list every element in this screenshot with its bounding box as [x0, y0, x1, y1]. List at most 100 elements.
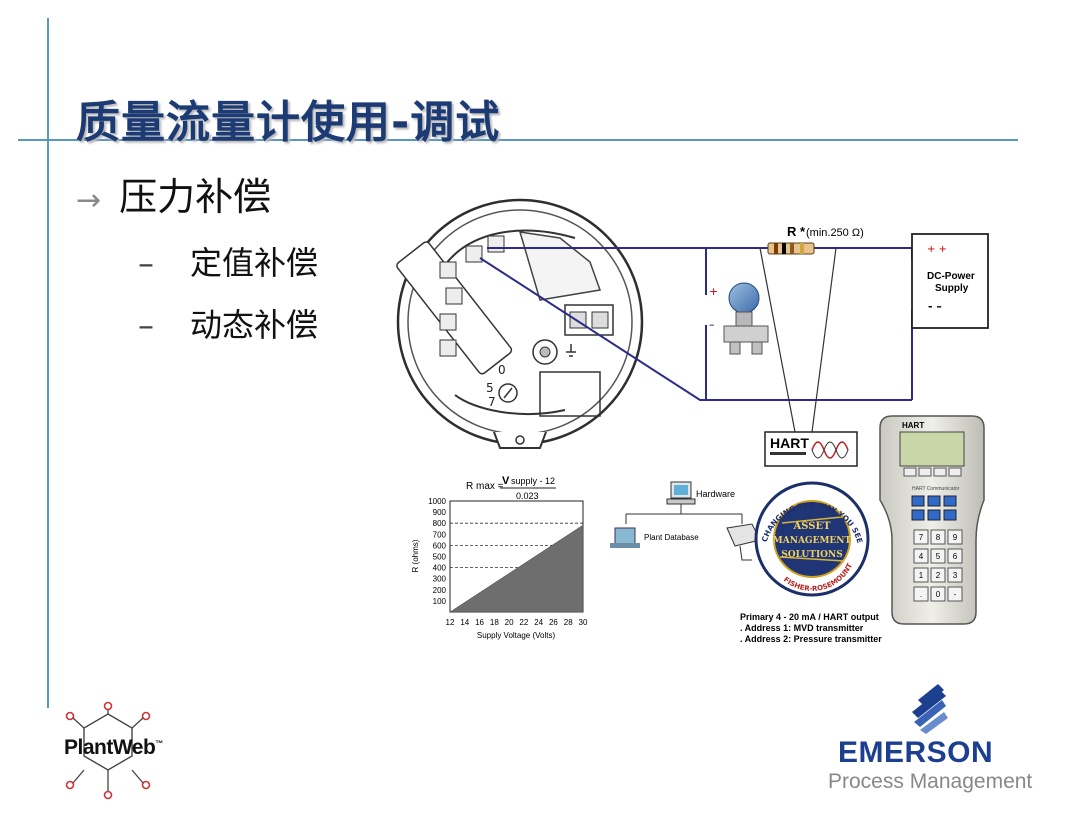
seal-center-line: SOLUTIONS — [781, 550, 843, 560]
chart-y-tick: 200 — [433, 586, 447, 595]
chart-xlabel: Supply Voltage (Volts) — [477, 631, 556, 640]
chart-x-tick: 14 — [460, 618, 469, 627]
formula-denominator: 0.023 — [516, 491, 539, 501]
keypad-key — [947, 586, 963, 602]
chart-x-tick: 30 — [579, 618, 588, 627]
dial-number: 0 — [498, 363, 506, 377]
chart-x-tick: 12 — [446, 618, 455, 627]
resistor: R * (min.250 Ω) — [767, 224, 864, 255]
keypad-key — [930, 567, 946, 583]
pressure-transmitter: + – — [709, 282, 769, 355]
chart-y-tick: 500 — [433, 553, 447, 562]
communicator-model: HART Communicator — [912, 486, 960, 492]
slide-horizontal-rule — [18, 139, 1018, 141]
chart-area-series — [449, 524, 584, 613]
terminal-block — [396, 235, 513, 375]
sub-bullet-fixed: –定值补偿 — [138, 238, 318, 284]
sub-bullet-text: 定值补偿 — [190, 244, 319, 282]
chart-x-tick: 22 — [519, 618, 528, 627]
chart-y-tick: 400 — [433, 564, 447, 573]
plus-sign: + — [709, 285, 718, 298]
chart-y-tick: 600 — [433, 541, 447, 550]
keypad-key-label: 6 — [953, 552, 958, 561]
seal-center-line: ASSET — [792, 521, 831, 532]
dial-number: 7 — [488, 395, 496, 409]
communicator-brand: HART — [902, 421, 924, 430]
keypad-key — [930, 586, 946, 602]
slide-title: 质量流量计使用-调试 — [76, 97, 501, 148]
keypad-key — [947, 529, 963, 545]
keypad-key-label: 1 — [919, 571, 924, 580]
output-line: . Address 2: Pressure transmitter — [740, 634, 882, 644]
keypad-key-label: 7 — [919, 533, 924, 542]
emerson-wordmark: EMERSON — [838, 736, 994, 769]
formula-v: V — [502, 475, 510, 487]
dash-marker: – — [138, 306, 154, 344]
rmax-formula: R max = V supply - 12 0.023 — [466, 475, 556, 501]
keypad-key — [930, 548, 946, 564]
dash-marker: – — [138, 244, 154, 282]
formula-lhs: R max = — [466, 481, 504, 492]
emerson-logo-mark — [912, 684, 948, 734]
keypad-key — [913, 586, 929, 602]
transmitter-housing: 0 5 7 — [396, 198, 644, 449]
keypad-key-label: 3 — [953, 571, 958, 580]
dc-power-supply: + + DC-Power Supply - – — [911, 233, 989, 329]
chart-y-tick: 1000 — [428, 497, 446, 506]
slide-vertical-rule — [47, 18, 49, 708]
chart-y-tick: 100 — [433, 597, 447, 606]
hart-label: HART — [770, 435, 809, 451]
network-diagram: Hardware Plant Database — [610, 481, 761, 561]
keypad-key — [947, 567, 963, 583]
resistance-chart: 12 14 16 18 20 22 24 26 28 30 100 200 300 400 500 600 7… — [411, 497, 588, 640]
chart-x-tick: 16 — [475, 618, 484, 627]
chart-x-tick: 18 — [490, 618, 499, 627]
plantweb-logo — [65, 701, 151, 800]
process-management-text: Process Management — [828, 770, 1033, 793]
plant-database-label: Plant Database — [644, 533, 699, 542]
keypad-key — [913, 529, 929, 545]
keypad-key-label: 0 — [936, 590, 941, 599]
hardware-label: Hardware — [696, 489, 735, 499]
chart-x-tick: 28 — [564, 618, 573, 627]
loop-wires — [479, 247, 913, 401]
minus-sign: – — [709, 318, 715, 331]
keypad-key-label: 8 — [936, 533, 941, 542]
chart-ylabel: R (ohms) — [411, 539, 420, 572]
output-line: . Address 1: MVD transmitter — [740, 623, 864, 633]
supply-minus-terminals: - – — [928, 300, 942, 313]
supply-plus-terminals: + + — [927, 244, 947, 255]
keypad-key — [930, 529, 946, 545]
arrow-right-icon: → — [76, 183, 102, 218]
keypad-key-label: 4 — [919, 552, 924, 561]
plantweb-wordmark: PlantWeb™ — [64, 736, 163, 759]
supply-label-line1: DC-Power — [927, 271, 975, 282]
keypad-key-label: 2 — [936, 571, 941, 580]
bullet-text: 压力补偿 — [119, 175, 272, 219]
supply-label-line2: Supply — [935, 283, 969, 294]
sub-bullet-dynamic: –动态补偿 — [138, 300, 318, 346]
output-notes: Primary 4 - 20 mA / HART output . Addres… — [740, 612, 882, 644]
formula-numerator: supply - 12 — [511, 476, 555, 486]
keypad-key — [913, 567, 929, 583]
keypad-key-label: . — [920, 590, 922, 599]
hart-probe-wires — [759, 247, 837, 433]
chart-y-tick: 800 — [433, 519, 447, 528]
keypad-key — [913, 548, 929, 564]
chart-x-tick: 24 — [534, 618, 543, 627]
seal-center-line: MANAGEMENT — [773, 536, 852, 546]
output-line: Primary 4 - 20 mA / HART output — [740, 612, 879, 622]
sub-bullet-text: 动态补偿 — [190, 306, 319, 344]
resistor-label: R * — [787, 224, 806, 239]
hart-modem: HART — [764, 431, 858, 467]
chart-x-tick: 26 — [549, 618, 558, 627]
keypad-key-label: 5 — [936, 552, 941, 561]
keypad-key-label: 9 — [953, 533, 958, 542]
chart-y-tick: 300 — [433, 575, 447, 584]
bullet-pressure-compensation: → 压力补偿 — [76, 166, 271, 221]
chart-x-tick: 20 — [505, 618, 514, 627]
chart-y-tick: 700 — [433, 530, 447, 539]
